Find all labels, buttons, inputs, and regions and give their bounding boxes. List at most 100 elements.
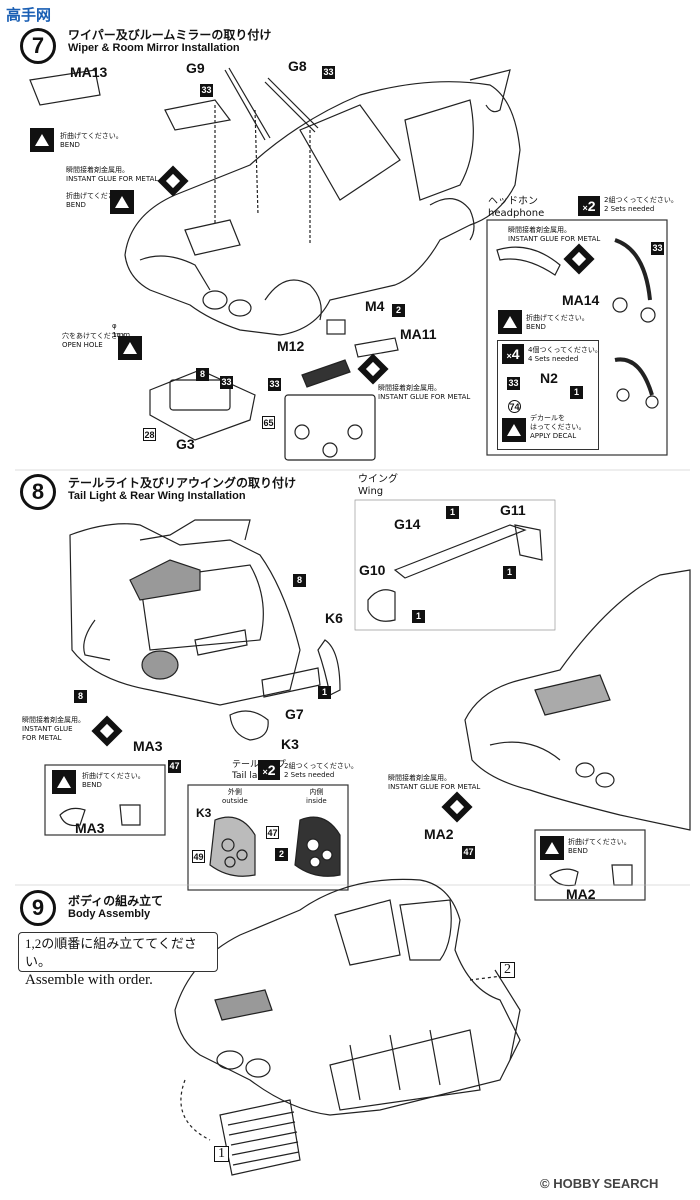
step8-number: 8 [20, 474, 56, 510]
m4-part [326, 319, 346, 335]
headphone-bend-note: 折曲げてください。BEND [526, 314, 589, 331]
site-logo: 高手网 [6, 6, 52, 24]
part-g14: G14 [394, 516, 421, 532]
ma11-part [354, 337, 399, 358]
bend-icon-ma13 [30, 128, 54, 152]
part-m4: M4 [365, 298, 385, 314]
headphone-times-badge: ×2 [578, 196, 600, 216]
step7-number: 7 [20, 28, 56, 64]
num-2-tail: 2 [275, 848, 288, 861]
step8-title-en: Tail Light & Rear Wing Installation [68, 490, 246, 502]
bend-note-ma3: 折曲げてください。BEND [82, 772, 145, 789]
mirror-plate [164, 99, 232, 131]
times4-note: 4個つくってください。4 Sets needed [528, 346, 602, 363]
part-k3: K3 [281, 736, 299, 752]
step9-number: 9 [20, 890, 56, 926]
num-65-g3: 65 [262, 416, 275, 429]
part-g9: G9 [186, 60, 205, 76]
bend-note-ma13: 折曲げてください。BEND [60, 132, 123, 149]
wing-box-border [354, 499, 556, 631]
times4-badge: ×4 [502, 344, 524, 364]
num-1-g11: 1 [503, 566, 516, 579]
part-ma2-box: MA2 [566, 886, 596, 902]
part-k6: K6 [325, 610, 343, 626]
bend-icon-ma3 [52, 770, 76, 794]
step7-car-body [124, 69, 521, 336]
tail-lamp-box [187, 784, 349, 891]
assemble-order-note: 1,2の順番に組み立ててください。 Assemble with order. [18, 932, 218, 988]
num-2-m4: 2 [392, 304, 405, 317]
step7-title-en: Wiper & Room Mirror Installation [68, 42, 240, 54]
part-g8: G8 [288, 58, 307, 74]
step7-title-ja: ワイパー及びルームミラーの取り付け [68, 28, 272, 42]
num-8-b: 8 [74, 690, 87, 703]
ma2-bend-box [534, 829, 646, 901]
headphone-sets-note: 2組つくってください。2 Sets needed [604, 196, 678, 213]
num-1-n2: 1 [570, 386, 583, 399]
g7-part [261, 667, 321, 698]
step8-car-rear [69, 519, 301, 706]
headphone-box-border [486, 219, 668, 456]
part-m12: M12 [277, 338, 305, 354]
num-33-headphone: 33 [651, 242, 664, 255]
num-47-ma2: 47 [462, 846, 475, 859]
g14-wing [393, 524, 527, 579]
num-8-a: 8 [293, 574, 306, 587]
decal-note: デカールをはってください。APPLY DECAL [530, 414, 586, 440]
part-ma3-box: MA3 [75, 820, 105, 836]
bend-icon-2 [110, 190, 134, 214]
glue-note-ma2: 瞬間接着剤金属用。INSTANT GLUE FOR METAL [388, 774, 481, 791]
part-n2: N2 [540, 370, 558, 386]
glue-note-metal: 瞬間接着剤金属用。INSTANT GLUE FOR METAL [66, 166, 159, 183]
headphone-glue-note: 瞬間接着剤金属用。INSTANT GLUE FOR METAL [508, 226, 601, 243]
part-g11: G11 [500, 502, 526, 518]
order-1: 1 [214, 1146, 229, 1162]
num-74: 74 [508, 400, 521, 413]
footer-watermark: © HOBBY SEARCH [540, 1176, 659, 1191]
m12-detail-box [284, 394, 376, 461]
part-ma11: MA11 [400, 326, 437, 342]
ma3-bend-box [44, 764, 166, 836]
part-ma2: MA2 [424, 826, 454, 842]
num-33-b: 33 [200, 84, 213, 97]
part-ma13: MA13 [70, 64, 108, 80]
wiper-parts [214, 67, 319, 245]
num-49-tail: 49 [192, 850, 205, 863]
part-k3-tail: K3 [196, 806, 212, 820]
radiator-part [219, 1099, 301, 1176]
part-ma14: MA14 [562, 292, 600, 308]
step8-car-front [464, 569, 691, 831]
g10-part [367, 589, 396, 622]
step9-title-en: Body Assembly [68, 908, 151, 920]
k3-part [229, 710, 269, 741]
part-g7: G7 [285, 706, 304, 722]
num-1-g7: 1 [318, 686, 331, 699]
m12-part [301, 359, 351, 388]
bend-note-ma2: 折曲げてください。BEND [568, 838, 631, 855]
tail-times-badge: ×2 [258, 760, 280, 780]
step9-title-ja: ボディの組み立て [68, 894, 164, 908]
num-8-g3: 8 [196, 368, 209, 381]
ma13-sheet [29, 69, 101, 106]
step8-title-ja: テールライト及びリアウイングの取り付け [68, 476, 297, 490]
order-2: 2 [500, 962, 515, 978]
num-28-g3: 28 [143, 428, 156, 441]
bend-icon-ma2 [540, 836, 564, 860]
part-g10: G10 [359, 562, 386, 578]
drill-icon [118, 336, 142, 360]
tail-sets-note: 2組つくってください。2 Sets needed [284, 762, 358, 779]
headphone-bend-icon [498, 310, 522, 334]
hole-note: φ 1mm 穴をあけてください。OPEN HOLE [62, 322, 132, 349]
num-47-ma3: 47 [168, 760, 181, 773]
num-33-m12: 33 [268, 378, 281, 391]
num-1-g10: 1 [412, 610, 425, 623]
decal-icon [502, 418, 526, 442]
num-33-g3: 33 [220, 376, 233, 389]
glue-note-ma11: 瞬間接着剤金属用。INSTANT GLUE FOR METAL [378, 384, 471, 401]
num-1-g14: 1 [446, 506, 459, 519]
